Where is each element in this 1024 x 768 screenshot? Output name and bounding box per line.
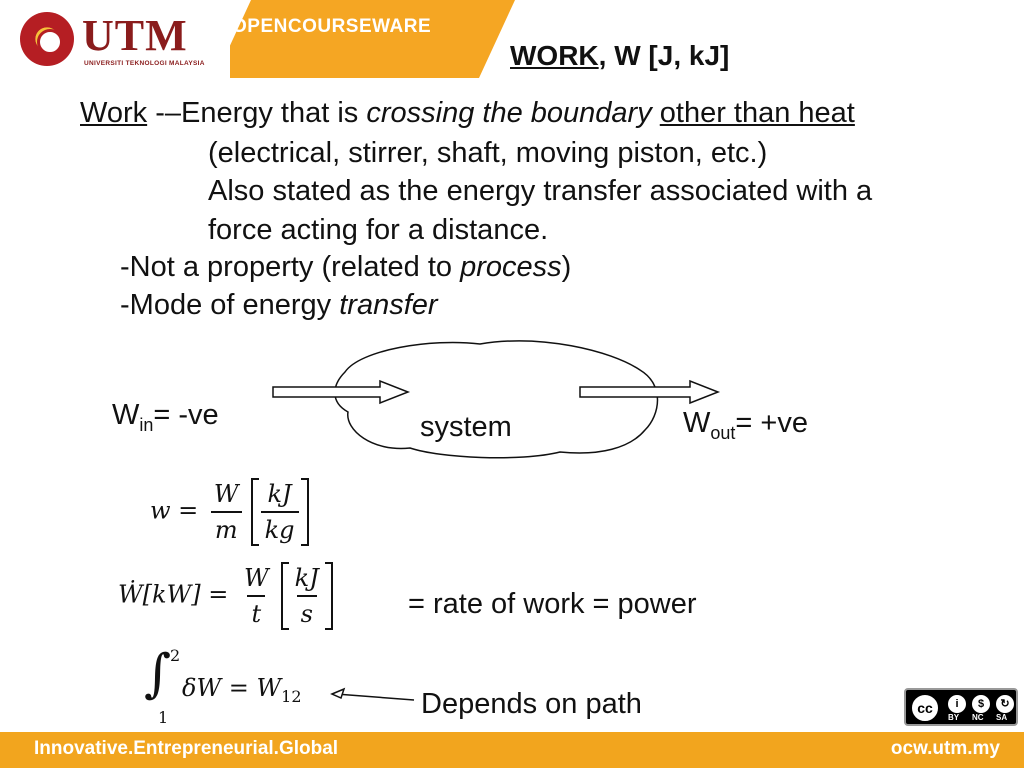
nc-label: NC [972,713,984,722]
bullet-1-prefix: -Not a property (related to [120,251,461,283]
bullet-1-suffix: ) [561,251,572,283]
wout-base: W [683,407,711,439]
wout-sub: out [710,422,736,443]
cc-license-badge: cc i $ ↻ BY NC SA [904,688,1018,726]
header: UTM UNIVERSITI TEKNOLOGI MALAYSIA OPENCO… [0,0,1024,90]
definition-lead: Energy that is [180,97,367,129]
f1-unit-num: kJ [267,480,292,508]
work-in-arrow [272,379,411,405]
footer-tagline: Innovative.Entrepreneurial.Global [34,738,339,759]
opencourseware-banner [215,0,515,78]
work-out-arrow [579,379,721,405]
path-arrow [330,687,415,701]
definition-line-4: force acting for a distance. [208,214,549,246]
specific-work-formula: w = W m kJ kg [150,478,309,546]
f3-sub: 12 [281,686,302,706]
power-note: = rate of work = power [408,588,697,620]
power-formula: Ẇ[kW] = W t kJ s [118,562,334,630]
definition-dash: -– [147,97,181,129]
system-label: system [420,411,512,443]
definition-line-2: (electrical, stirrer, shaft, moving pist… [208,137,768,169]
definition-line-1: Work -–Energy that is crossing the bound… [80,96,855,130]
footer-url: ocw.utm.my [890,738,1000,759]
by-icon: i [946,693,968,715]
title-underlined: WORK [510,40,599,71]
cc-icon: cc [910,693,940,723]
f1-den: m [210,511,242,544]
f2-unit-bracket: kJ s [280,562,334,630]
f2-unit-num: kJ [294,564,319,592]
f1-unit-bracket: kJ kg [250,478,309,546]
sa-label: SA [996,713,1008,722]
definition-space [652,97,660,129]
bullet-2-prefix: -Mode of energy [120,289,340,321]
f1-unit-den: kg [260,511,299,544]
definition-line-3: Also stated as the energy transfer assoc… [208,175,873,207]
f1-fraction: W m [210,480,243,544]
title-rest: , W [J, kJ] [598,40,730,71]
f1-unit-fraction: kJ kg [260,480,299,544]
utm-logo: UTM UNIVERSITI TEKNOLOGI MALAYSIA [0,0,230,78]
bullet-1-italic: process [460,251,562,283]
system-boundary-blob [334,340,659,459]
bullet-2-italic: transfer [339,289,438,321]
bullet-not-property: -Not a property (related to process) [120,250,571,284]
win-base: W [112,399,140,431]
opencourseware-label: OPENCOURSEWARE [232,16,432,37]
slide-title: WORK, W [J, kJ] [510,40,729,72]
f2-fraction: W t [240,564,273,628]
footer-bar [0,732,1024,768]
work-in-label: Win= -ve [112,398,219,436]
integral-sign: ∫ [144,644,172,704]
integral-lower-limit: 1 [158,708,169,727]
by-label: BY [948,713,960,722]
integral-upper-limit: 2 [170,646,181,665]
definition-term: Work [80,97,148,129]
f2-lhs: Ẇ[kW] = [118,580,229,609]
f2-den: t [247,595,266,628]
logo-text: UTM [82,11,188,60]
work-out-label: Wout= +ve [683,406,808,444]
system-diagram [272,340,721,459]
path-note: Depends on path [421,688,642,720]
logo-subtitle: UNIVERSITI TEKNOLOGI MALAYSIA [84,60,205,67]
sharealike-icon: ↻ [994,693,1016,715]
definition-italic: crossing the boundary [366,97,652,129]
noncommercial-icon: $ [970,693,992,715]
definition-underlined: other than heat [659,97,855,129]
bullet-mode-transfer: -Mode of energy transfer [120,288,438,322]
integral-body: δW = W12 [182,674,302,706]
f2-unit-fraction: kJ s [291,564,323,628]
utm-emblem-icon [20,12,74,66]
f1-lhs: w = [150,496,199,525]
f2-unit-den: s [296,595,317,628]
f2-num: W [243,564,269,592]
win-rest: = -ve [153,399,219,431]
f3-body: δW = W [182,674,282,702]
f1-num: W [213,480,239,508]
wout-rest: = +ve [735,407,808,439]
win-sub: in [139,414,154,435]
